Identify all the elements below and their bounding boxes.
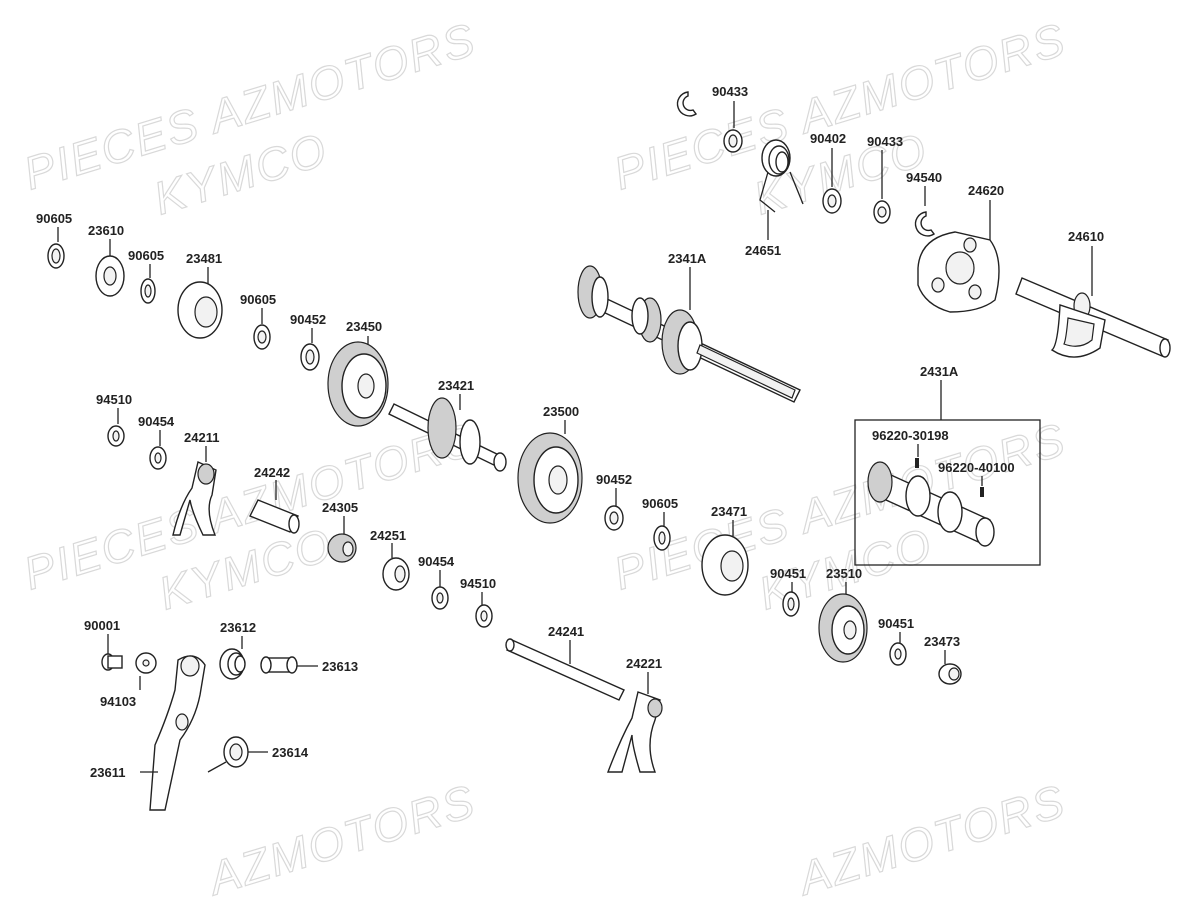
label-23450: 23450: [346, 319, 382, 334]
label-2431A: 2431A: [920, 364, 959, 379]
part-23450-gear: [327, 341, 389, 427]
label-23614: 23614: [272, 745, 309, 760]
label-23471: 23471: [711, 504, 747, 519]
label-90001: 90001: [84, 618, 120, 633]
label-96220-40100: 96220-40100: [938, 460, 1015, 475]
label-23481: 23481: [186, 251, 222, 266]
label-23613: 23613: [322, 659, 358, 674]
part-2341A-shaft: [577, 265, 801, 403]
label-94510-a: 94510: [96, 392, 132, 407]
label-23612: 23612: [220, 620, 256, 635]
label-90605-b: 90605: [128, 248, 164, 263]
part-90454-washer-b: [431, 586, 449, 610]
part-90433-circlip-top: [676, 91, 743, 153]
part-23610-star-plate: [95, 255, 125, 297]
label-90402: 90402: [810, 131, 846, 146]
label-24620: 24620: [968, 183, 1004, 198]
part-24241-shaft: [505, 638, 625, 701]
part-24620-sector-gear: [917, 231, 1000, 313]
part-23471-hub: [701, 534, 749, 596]
part-23611-shift-lever: [149, 655, 206, 811]
label-90452-a: 90452: [290, 312, 326, 327]
part-90433-washer: [873, 200, 891, 224]
part-23500-gear: [517, 432, 583, 524]
part-90454-washer-a: [149, 446, 167, 470]
part-94540-circlip: [914, 211, 936, 237]
label-90451-a: 90451: [770, 566, 806, 581]
label-23610: 23610: [88, 223, 124, 238]
part-23510-gear: [818, 593, 868, 663]
part-94510-washer-b: [475, 604, 493, 628]
label-90605-c: 90605: [240, 292, 276, 307]
label-96220-30198: 96220-30198: [872, 428, 949, 443]
label-23473: 23473: [924, 634, 960, 649]
watermark-10: AZMOTORS: [790, 774, 1072, 900]
part-24251-pin: [382, 557, 410, 591]
label-94510-b: 94510: [460, 576, 496, 591]
label-24305: 24305: [322, 500, 358, 515]
label-90452-b: 90452: [596, 472, 632, 487]
label-23611: 23611: [90, 765, 125, 780]
label-23421: 23421: [438, 378, 474, 393]
label-90433-top: 90433: [712, 84, 748, 99]
part-24211-shift-fork: [172, 461, 217, 536]
label-90433-mid: 90433: [867, 134, 903, 149]
label-90605-a: 90605: [36, 211, 72, 226]
part-24610-kick-shaft: [1015, 277, 1171, 358]
part-90001-bolt: [101, 653, 123, 671]
label-23500: 23500: [543, 404, 579, 419]
part-23612-spring: [219, 648, 246, 680]
label-94540: 94540: [906, 170, 942, 185]
part-94103-washer: [135, 652, 157, 674]
part-90605-ring: [253, 324, 271, 350]
label-23510: 23510: [826, 566, 862, 581]
label-90605-d: 90605: [642, 496, 678, 511]
label-90454-b: 90454: [418, 554, 455, 569]
part-24221-shift-fork: [606, 691, 663, 773]
label-24241: 24241: [548, 624, 584, 639]
part-90605-circlip-left: [47, 243, 65, 269]
leader-lines: [57, 101, 1093, 773]
part-23614-spring: [207, 736, 249, 773]
label-94103: 94103: [100, 694, 136, 709]
part-2431A-shift-drum-group: [854, 419, 1041, 566]
part-90605-washer: [140, 278, 156, 304]
label-90454-a: 90454: [138, 414, 175, 429]
part-90452-washer: [300, 343, 320, 371]
part-labels: 90433 90402 90433 94540 24620 24610 2465…: [36, 84, 1104, 780]
part-90452-washer-b: [604, 505, 624, 531]
label-24242: 24242: [254, 465, 290, 480]
label-24251: 24251: [370, 528, 406, 543]
part-94510-washer-a: [107, 425, 125, 447]
part-90402-washer: [822, 188, 842, 214]
label-24610: 24610: [1068, 229, 1104, 244]
part-24305-bearing: [327, 533, 357, 563]
label-2341A: 2341A: [668, 251, 707, 266]
part-23421-input-shaft: [388, 397, 507, 472]
part-24651-spring: [759, 139, 804, 213]
part-90451-washer-a: [782, 591, 800, 617]
part-90605-washer-d: [653, 525, 671, 551]
label-24651: 24651: [745, 243, 781, 258]
part-23473-bushing: [938, 663, 962, 685]
part-90451-washer-b: [889, 642, 907, 666]
label-90451-b: 90451: [878, 616, 914, 631]
part-24242-roller: [249, 499, 300, 534]
part-23481-hub: [177, 281, 223, 339]
label-24221: 24221: [626, 656, 662, 671]
label-24211: 24211: [184, 430, 219, 445]
part-23613-pin: [260, 656, 298, 674]
watermark-9: AZMOTORS: [200, 774, 482, 900]
